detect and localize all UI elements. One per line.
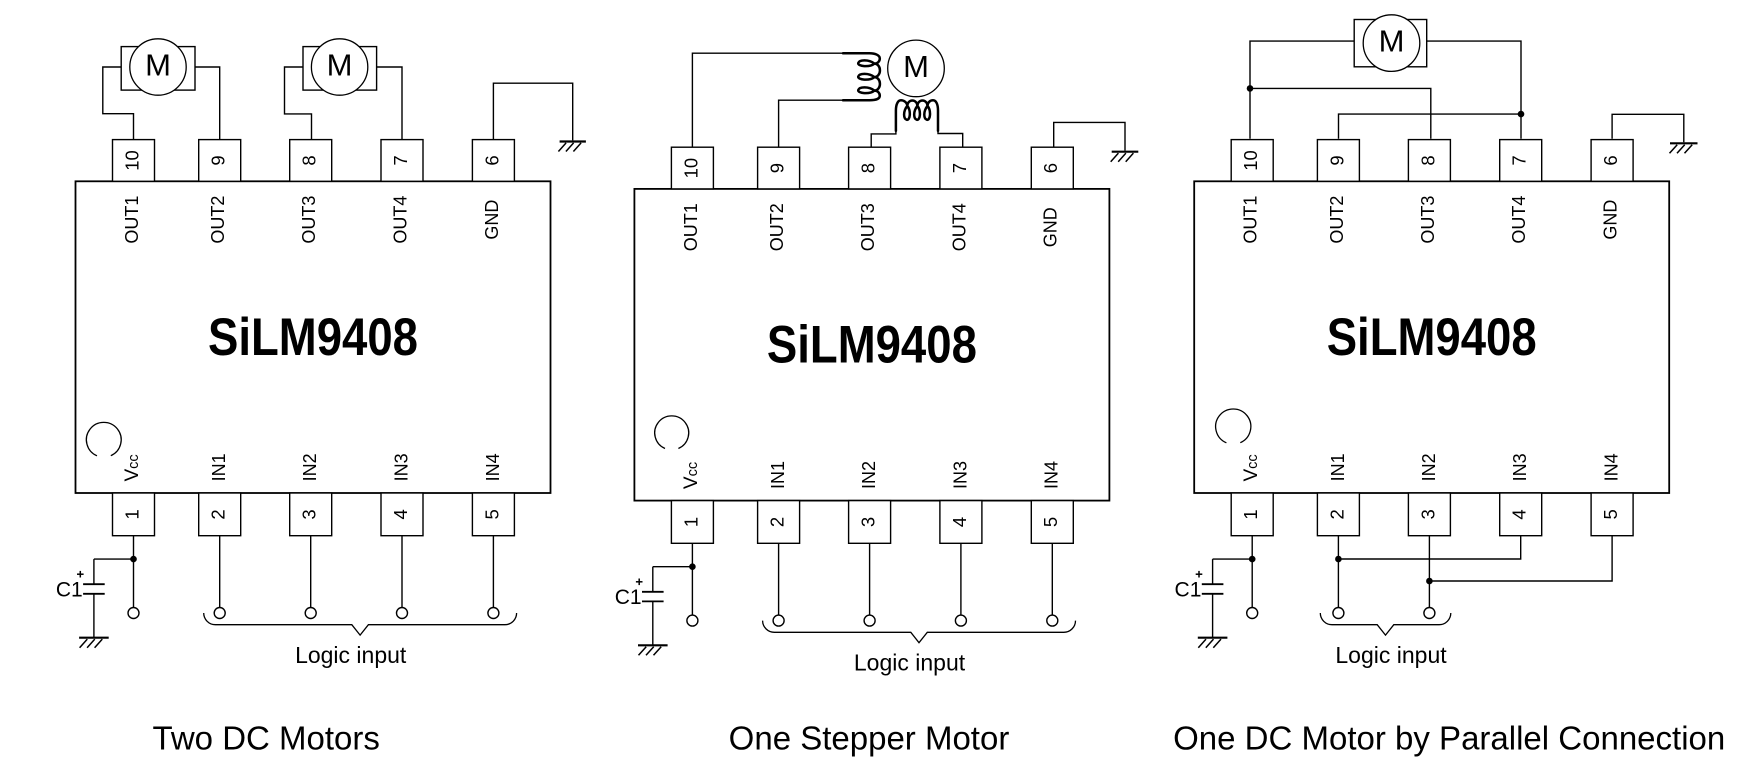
svg-text:1: 1: [121, 509, 142, 519]
svg-text:4: 4: [390, 509, 411, 519]
svg-text:Logic input: Logic input: [854, 650, 966, 676]
svg-text:5: 5: [1600, 509, 1621, 519]
svg-text:GND: GND: [482, 200, 502, 240]
svg-text:M: M: [903, 49, 929, 84]
svg-text:M: M: [327, 48, 353, 83]
svg-text:OUT4: OUT4: [949, 203, 969, 251]
svg-text:7: 7: [1509, 155, 1530, 165]
svg-text:9: 9: [767, 163, 788, 173]
svg-text:C1: C1: [615, 586, 642, 609]
svg-text:SiLM9408: SiLM9408: [767, 316, 977, 375]
svg-text:IN3: IN3: [950, 461, 970, 489]
svg-text:IN4: IN4: [1042, 461, 1062, 489]
svg-text:9: 9: [208, 155, 229, 165]
svg-text:OUT2: OUT2: [1327, 196, 1347, 244]
svg-text:6: 6: [1040, 163, 1061, 173]
svg-text:2: 2: [208, 509, 229, 519]
svg-text:SiLM9408: SiLM9408: [1327, 308, 1537, 367]
svg-text:5: 5: [481, 509, 502, 519]
svg-text:Vcc: Vcc: [681, 462, 702, 489]
svg-text:GND: GND: [1041, 207, 1061, 247]
svg-text:3: 3: [858, 517, 879, 527]
svg-text:OUT2: OUT2: [767, 203, 787, 251]
svg-text:OUT3: OUT3: [299, 196, 319, 244]
svg-text:OUT2: OUT2: [208, 196, 228, 244]
svg-text:One DC Motor by Parallel Conne: One DC Motor by Parallel Connection: [1173, 720, 1725, 757]
svg-text:OUT4: OUT4: [1509, 196, 1529, 244]
svg-text:C1: C1: [1175, 579, 1202, 602]
svg-text:10: 10: [121, 150, 142, 171]
svg-text:1: 1: [680, 517, 701, 527]
svg-text:1: 1: [1240, 509, 1261, 519]
svg-text:Logic input: Logic input: [295, 642, 407, 668]
svg-text:Two DC Motors: Two DC Motors: [153, 720, 380, 757]
svg-text:8: 8: [1417, 155, 1438, 165]
svg-text:10: 10: [680, 158, 701, 179]
svg-text:5: 5: [1040, 517, 1061, 527]
svg-text:8: 8: [858, 163, 879, 173]
svg-text:2: 2: [767, 517, 788, 527]
svg-text:OUT3: OUT3: [858, 203, 878, 251]
svg-text:IN4: IN4: [483, 453, 503, 481]
svg-text:6: 6: [481, 155, 502, 165]
svg-text:SiLM9408: SiLM9408: [208, 308, 418, 367]
svg-text:IN4: IN4: [1602, 453, 1622, 481]
svg-text:One Stepper Motor: One Stepper Motor: [729, 720, 1010, 757]
svg-text:IN1: IN1: [1328, 453, 1348, 481]
svg-text:OUT3: OUT3: [1418, 196, 1438, 244]
svg-text:IN2: IN2: [300, 453, 320, 481]
svg-text:Vcc: Vcc: [1241, 454, 1262, 481]
svg-text:4: 4: [1509, 509, 1530, 519]
svg-text:3: 3: [1417, 509, 1438, 519]
svg-text:4: 4: [949, 517, 970, 527]
svg-text:IN3: IN3: [1510, 453, 1530, 481]
svg-text:IN1: IN1: [768, 461, 788, 489]
svg-text:8: 8: [299, 155, 320, 165]
svg-text:2: 2: [1326, 509, 1347, 519]
svg-text:6: 6: [1600, 155, 1621, 165]
svg-text:OUT1: OUT1: [681, 203, 701, 251]
svg-text:Logic input: Logic input: [1335, 642, 1447, 668]
svg-text:OUT1: OUT1: [1241, 196, 1261, 244]
svg-text:OUT1: OUT1: [122, 196, 142, 244]
svg-text:GND: GND: [1601, 200, 1621, 240]
svg-text:7: 7: [949, 163, 970, 173]
svg-text:M: M: [145, 48, 171, 83]
svg-text:OUT4: OUT4: [390, 196, 410, 244]
svg-text:IN3: IN3: [391, 453, 411, 481]
svg-text:10: 10: [1240, 150, 1261, 171]
svg-text:Vcc: Vcc: [122, 454, 143, 481]
svg-text:7: 7: [390, 155, 411, 165]
svg-text:IN2: IN2: [1419, 453, 1439, 481]
svg-text:M: M: [1379, 24, 1405, 59]
svg-text:IN2: IN2: [859, 461, 879, 489]
svg-text:C1: C1: [56, 579, 83, 602]
svg-text:3: 3: [299, 509, 320, 519]
svg-text:IN1: IN1: [209, 453, 229, 481]
svg-text:9: 9: [1326, 155, 1347, 165]
